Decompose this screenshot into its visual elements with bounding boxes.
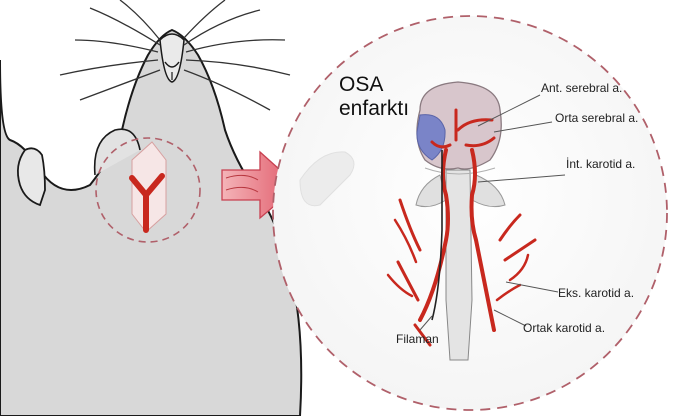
title-line2: enfarktı	[339, 98, 409, 120]
label-int-karotid: İnt. karotid a.	[566, 158, 635, 170]
title-line1: OSA	[339, 74, 383, 96]
label-eks-karotid: Eks. karotid a.	[558, 287, 634, 299]
label-ortak-karotid: Ortak karotid a.	[523, 322, 605, 334]
label-ant-serebral: Ant. serebral a.	[541, 82, 622, 94]
label-orta-serebral: Orta serebral a.	[555, 112, 638, 124]
zoom-circle	[273, 16, 667, 410]
label-filaman: Filaman	[396, 333, 439, 345]
